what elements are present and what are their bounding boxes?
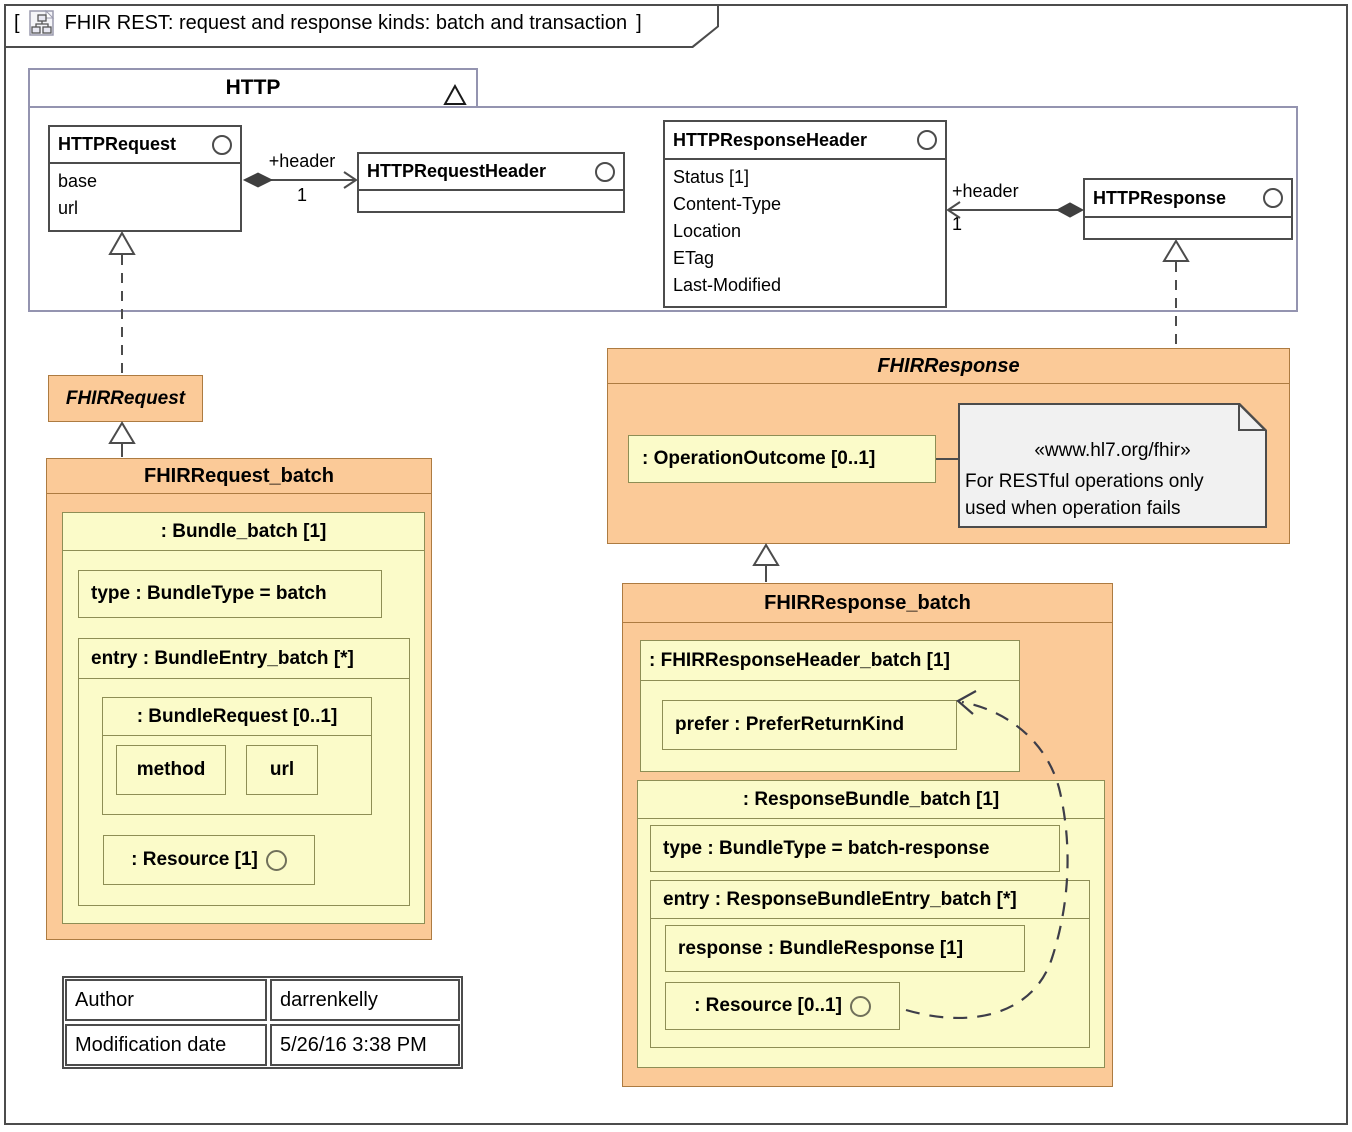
part-prefer[interactable]: prefer : PreferReturnKind	[662, 700, 957, 750]
note-stereotype: «www.hl7.org/fhir»	[1034, 440, 1191, 461]
attribute: Location	[673, 221, 742, 241]
class-name: FHIRRequest	[65, 387, 186, 409]
close-bracket: ]	[636, 11, 642, 34]
assoc-multiplicity: 1	[296, 185, 307, 205]
metadata-value: 5/26/16 3:38 PM	[270, 1024, 460, 1066]
part-label: : FHIRResponseHeader_batch [1]	[641, 641, 1019, 681]
metadata-key: Author	[65, 979, 267, 1021]
class-name: HTTPRequestHeader	[367, 161, 547, 181]
metadata-table	[62, 976, 463, 1069]
part-label: type : BundleType = batch-response	[663, 837, 990, 859]
assoc-multiplicity: 1	[952, 214, 963, 234]
diagram-title: [ FHIR REST: request and response kinds:…	[14, 8, 642, 38]
interface-ball-icon	[849, 995, 871, 1017]
part-label: : Resource [0..1]	[694, 995, 842, 1016]
class-httpresponseheader[interactable]: HTTPResponseHeader Status [1] Content-Ty…	[663, 120, 947, 308]
part-resource-1[interactable]: : Resource [1]	[103, 835, 315, 885]
class-name: FHIRResponse_batch	[623, 584, 1112, 623]
class-name: HTTPResponse	[1093, 187, 1227, 208]
part-operationoutcome[interactable]: : OperationOutcome [0..1]	[628, 435, 936, 483]
interface-ball-icon	[595, 161, 615, 182]
class-name: HTTPRequest	[58, 134, 177, 154]
part-label: : OperationOutcome [0..1]	[642, 448, 876, 469]
part-type-bundletype-batch[interactable]: type : BundleType = batch	[78, 570, 382, 618]
http-frame-header[interactable]: HTTP	[28, 68, 478, 108]
assoc-role-label: +header	[952, 181, 1019, 201]
diagram-title-tab[interactable]	[4, 4, 719, 48]
interface-ball-icon	[212, 134, 232, 155]
part-label: : ResponseBundle_batch [1]	[638, 781, 1104, 819]
metadata-value: darrenkelly	[270, 979, 460, 1021]
open-bracket: [	[14, 11, 20, 34]
part-label: entry : BundleEntry_batch [*]	[79, 639, 409, 679]
attribute: ETag	[673, 248, 715, 268]
diagram-title-tab-fill	[6, 6, 717, 46]
part-response-bundleresponse[interactable]: response : BundleResponse [1]	[665, 925, 1025, 972]
attribute: base	[58, 171, 98, 191]
interface-ball-icon	[917, 130, 937, 150]
http-frame-name: HTTP	[225, 76, 281, 99]
part-url[interactable]: url	[246, 745, 318, 795]
metadata-key: Modification date	[65, 1024, 267, 1066]
part-label: : Bundle_batch [1]	[63, 513, 424, 551]
interface-ball-icon	[265, 849, 287, 871]
part-label: response : BundleResponse [1]	[678, 937, 964, 959]
class-fhirrequest[interactable]: FHIRRequest	[48, 375, 203, 422]
part-label: : BundleRequest [0..1]	[103, 698, 371, 736]
class-httprequestheader[interactable]: HTTPRequestHeader	[357, 152, 625, 213]
part-label: type : BundleType = batch	[91, 583, 327, 604]
diagram-icon	[28, 9, 56, 37]
part-type-batch-response[interactable]: type : BundleType = batch-response	[650, 825, 1060, 872]
interface-ball-icon	[1263, 188, 1283, 208]
attribute: Last-Modified	[673, 275, 782, 295]
note[interactable]: «www.hl7.org/fhir» For RESTful operation…	[958, 403, 1267, 528]
note-fold-icon	[1239, 404, 1265, 430]
class-httpresponse[interactable]: HTTPResponse	[1083, 178, 1293, 240]
diagram-title-text: FHIR REST: request and response kinds: b…	[64, 11, 628, 34]
part-bundlerequest[interactable]: : BundleRequest [0..1]	[102, 697, 372, 815]
class-name: FHIRResponse	[608, 349, 1289, 384]
part-label: entry : ResponseBundleEntry_batch [*]	[651, 881, 1089, 919]
part-label: : Resource [1]	[131, 849, 258, 870]
assoc-role-label: +header	[268, 151, 336, 171]
part-label: url	[269, 759, 295, 780]
attribute: url	[58, 198, 79, 218]
part-method[interactable]: method	[116, 745, 226, 795]
attribute: Content-Type	[673, 194, 782, 214]
class-name: HTTPResponseHeader	[673, 129, 868, 150]
class-name: FHIRRequest_batch	[47, 459, 431, 494]
note-text-line: used when operation fails	[965, 498, 1181, 519]
part-resource-0-1[interactable]: : Resource [0..1]	[665, 982, 900, 1030]
attribute: Status [1]	[673, 167, 750, 187]
part-label: prefer : PreferReturnKind	[675, 714, 905, 735]
class-httprequest[interactable]: HTTPRequest base url	[48, 125, 242, 232]
note-text-line: For RESTful operations only	[965, 471, 1204, 492]
part-label: method	[136, 759, 206, 780]
